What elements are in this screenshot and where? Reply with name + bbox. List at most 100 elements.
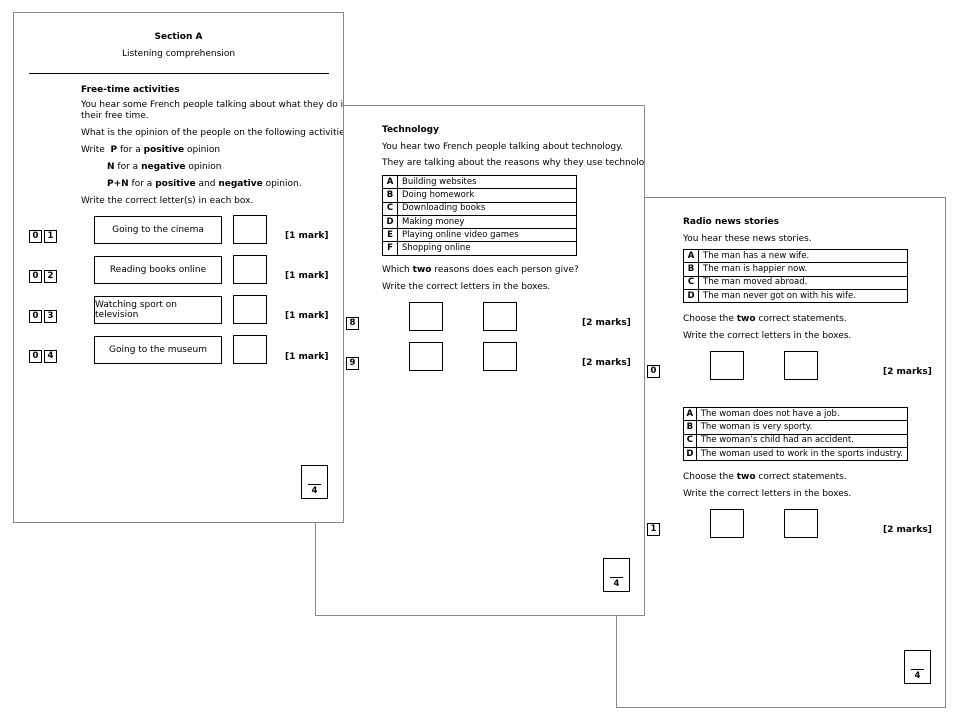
option-letter: E: [382, 228, 398, 243]
question-number: 0: [647, 365, 660, 378]
answer-box[interactable]: [483, 302, 517, 331]
option-letter: B: [683, 420, 697, 435]
write-instruction: Write the correct letters in the boxes.: [683, 489, 852, 499]
marks-label: [1 mark]: [285, 231, 329, 241]
activity-label: Going to the museum: [94, 336, 222, 364]
option-text: The man never got on with his wife.: [698, 288, 908, 304]
intro-text: their free time.: [81, 111, 149, 121]
section-subtitle: Listening comprehension: [121, 49, 236, 59]
section-title: Section A: [154, 32, 203, 42]
exam-page-free-time: Section A Listening comprehension Free-t…: [13, 12, 344, 523]
write-instruction: Write the correct letter(s) in each box.: [81, 196, 254, 206]
option-text: The woman used to work in the sports ind…: [695, 446, 909, 462]
option-letter: A: [683, 248, 699, 264]
question-text: What is the opinion of the people on the…: [81, 128, 344, 138]
intro-text: You hear two French people talking about…: [382, 142, 624, 152]
marks-label: [1 mark]: [285, 352, 329, 362]
write-instruction: Write the correct letters in the boxes.: [683, 331, 852, 341]
answer-box[interactable]: [784, 351, 818, 380]
answer-box[interactable]: [710, 509, 744, 538]
option-text: Shopping online: [397, 241, 577, 256]
answer-box[interactable]: [710, 351, 744, 380]
choose-instruction: Choose the two correct statements.: [683, 314, 847, 324]
option-text: Downloading books: [397, 201, 577, 216]
option-text: The woman’s child had an accident.: [695, 433, 909, 448]
marks-label: [2 marks]: [883, 367, 932, 377]
choose-instruction: Choose the two correct statements.: [683, 472, 847, 482]
answer-box[interactable]: [233, 295, 267, 324]
option-letter: F: [382, 241, 398, 256]
intro-text: You hear these news stories.: [683, 234, 812, 244]
question-text: Which two reasons does each person give?: [382, 265, 579, 275]
page-total-box: 4: [301, 465, 328, 499]
key-positive: Write P for a positive opinion: [81, 145, 221, 155]
option-letter: C: [683, 275, 699, 290]
answer-box[interactable]: [409, 302, 443, 331]
option-text: Playing online video games: [397, 228, 577, 243]
option-text: The woman is very sporty.: [695, 420, 909, 435]
option-letter: B: [683, 262, 699, 277]
activity-label: Going to the cinema: [94, 216, 222, 244]
page-total-box: 4: [603, 558, 630, 592]
exam-page-technology: Technology You hear two French people ta…: [315, 105, 645, 616]
option-letter: A: [382, 174, 398, 190]
option-text: The woman does not have a job.: [695, 406, 909, 422]
option-letter: D: [683, 446, 697, 462]
divider: [29, 73, 329, 74]
option-text: The man is happier now.: [698, 262, 908, 277]
answer-box[interactable]: [483, 342, 517, 371]
page-total-box: 4: [904, 650, 931, 684]
option-letter: C: [382, 201, 398, 216]
option-letter: D: [382, 214, 398, 230]
answer-box[interactable]: [233, 335, 267, 364]
option-text: Making money: [397, 214, 577, 230]
marks-label: [2 marks]: [582, 358, 631, 368]
intro-text: They are talking about the reasons why t…: [382, 158, 645, 168]
exam-page-radio-news: Radio news stories You hear these news s…: [616, 197, 946, 708]
option-letter: D: [683, 288, 699, 304]
option-letter: B: [382, 188, 398, 203]
answer-box[interactable]: [233, 215, 267, 244]
marks-label: [1 mark]: [285, 311, 329, 321]
question-number: 9: [346, 357, 359, 370]
option-text: Doing homework: [397, 188, 577, 203]
answer-box[interactable]: [784, 509, 818, 538]
intro-text: You hear some French people talking abou…: [81, 100, 344, 110]
activity-label: Reading books online: [94, 256, 222, 284]
write-instruction: Write the correct letters in the boxes.: [382, 282, 551, 292]
marks-label: [2 marks]: [883, 525, 932, 535]
activity-label: Watching sport on television: [94, 296, 222, 324]
option-letter: A: [683, 406, 697, 422]
option-text: The man moved abroad.: [698, 275, 908, 290]
option-letter: C: [683, 433, 697, 448]
option-text: The man has a new wife.: [698, 248, 908, 264]
marks-label: [2 marks]: [582, 318, 631, 328]
page-heading: Radio news stories: [683, 217, 779, 227]
answer-box[interactable]: [233, 255, 267, 284]
page-heading: Technology: [382, 125, 439, 135]
key-mixed: P+N for a positive and negative opinion.: [107, 179, 302, 189]
page-heading: Free-time activities: [81, 85, 180, 95]
answer-box[interactable]: [409, 342, 443, 371]
question-number: 1: [647, 523, 660, 536]
